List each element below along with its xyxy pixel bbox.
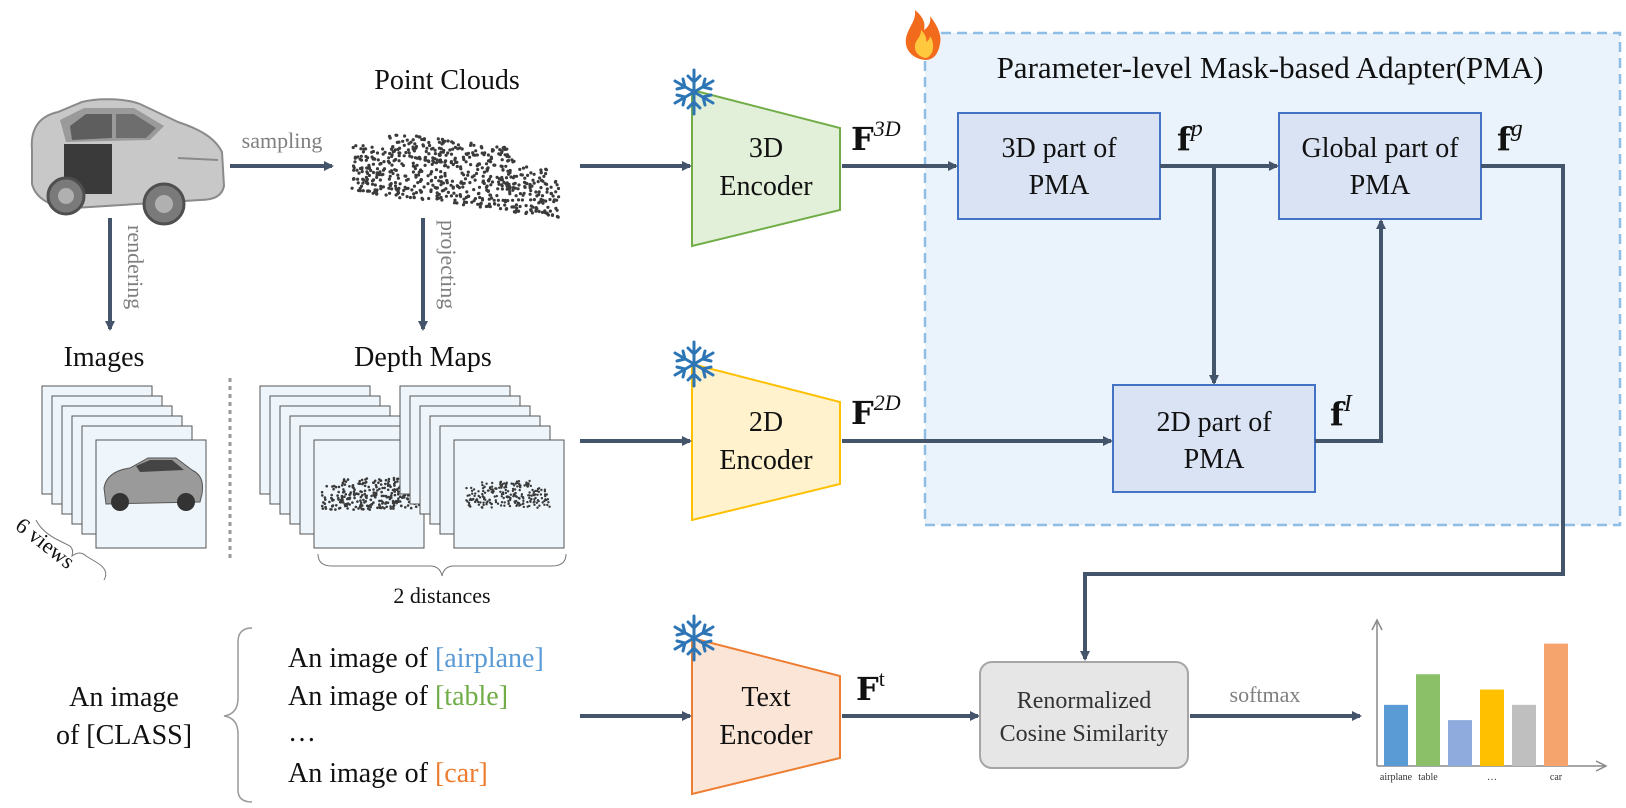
prompt-car: An image of [car] xyxy=(288,758,488,789)
pma-global-part-box xyxy=(1278,112,1482,220)
chart-tick-label: … xyxy=(1487,772,1497,783)
projecting-label: projecting xyxy=(436,220,461,309)
chart-bar-unlabeled-4 xyxy=(1512,704,1536,766)
chart-bar-car xyxy=(1544,643,1568,766)
fire-icon xyxy=(905,10,941,60)
arrow-fI-to-global xyxy=(1315,219,1386,443)
feature-fp: fp xyxy=(1177,116,1203,158)
image-views-stack xyxy=(41,385,207,549)
encoder-text-line2: Encoder xyxy=(719,720,813,751)
prompt-airplane: An image of [airplane] xyxy=(288,643,544,674)
snowflake-icon xyxy=(673,614,715,662)
encoder-text-shape xyxy=(691,636,841,796)
point-cloud xyxy=(350,133,561,219)
pma-global-part-line2: PMA xyxy=(1350,170,1411,201)
encoder-2d-line2: Encoder xyxy=(719,445,813,476)
pma-2d-part-box xyxy=(1112,384,1316,493)
feature-fg: fg xyxy=(1497,116,1523,158)
depth-maps-title: Depth Maps xyxy=(354,342,492,373)
two-distances-brace xyxy=(317,553,567,577)
depth-maps-stack-far xyxy=(399,385,565,549)
chart-x-axis-arrow xyxy=(1595,760,1608,772)
prompts-brace xyxy=(223,627,253,803)
sampling-label: sampling xyxy=(242,128,323,153)
encoder-text-line1: Text xyxy=(741,682,791,713)
similarity-line2: Cosine Similarity xyxy=(1000,721,1169,747)
chart-y-axis-arrow xyxy=(1371,618,1383,631)
depth-car-far xyxy=(465,479,551,509)
feature-Ft: Ft xyxy=(856,666,885,708)
snowflake-icon xyxy=(673,340,715,388)
feature-F3D: F3D xyxy=(851,116,901,158)
encoder-2d-shape xyxy=(691,362,841,522)
pma-title: Parameter-level Mask-based Adapter(PMA) xyxy=(997,50,1544,85)
encoder-3d-shape xyxy=(691,88,841,248)
pma-3d-part-line1: 3D part of xyxy=(1001,133,1117,164)
similarity-line1: Renormalized xyxy=(1017,688,1152,714)
encoder-3d-line1: 3D xyxy=(749,133,783,164)
chart-bar-more xyxy=(1480,689,1504,766)
car-3d-model xyxy=(30,98,226,226)
snowflake-icon xyxy=(673,68,715,116)
images-title: Images xyxy=(64,342,145,373)
two-distances-label: 2 distances xyxy=(393,583,490,608)
six-views-label: 6 views xyxy=(11,512,80,573)
prompt-template-line2: of [CLASS] xyxy=(56,720,192,751)
depth-maps-stack-near xyxy=(259,385,425,549)
feature-F2D: F2D xyxy=(851,390,901,432)
chart-bar-unlabeled-2 xyxy=(1448,720,1472,766)
rendering-label: rendering xyxy=(123,225,148,309)
pma-3d-part-box xyxy=(957,112,1161,220)
rendered-car-view xyxy=(103,457,203,511)
prompt-ellipsis: … xyxy=(288,717,316,748)
prompt-template-line1: An image xyxy=(69,682,179,713)
softmax-label: softmax xyxy=(1230,682,1301,707)
six-views-brace xyxy=(35,519,107,581)
chart-tick-label: car xyxy=(1550,772,1563,783)
encoder-3d-line2: Encoder xyxy=(719,171,813,202)
pma-global-part-line1: Global part of xyxy=(1301,133,1459,164)
encoder-2d-line1: 2D xyxy=(749,407,783,438)
point-clouds-title: Point Clouds xyxy=(374,65,519,96)
similarity-box xyxy=(979,661,1189,769)
arrow-fg-to-similarity xyxy=(1080,164,1565,661)
chart-bar-table xyxy=(1416,674,1440,766)
chart-tick-label: table xyxy=(1418,772,1438,783)
connectors xyxy=(105,161,1565,721)
pma-2d-part-line2: PMA xyxy=(1184,444,1245,475)
prompt-table: An image of [table] xyxy=(288,681,508,712)
pma-3d-part-line2: PMA xyxy=(1029,170,1090,201)
chart-tick-label: airplane xyxy=(1380,772,1413,783)
pma-2d-part-line1: 2D part of xyxy=(1156,407,1272,438)
chart-bar-airplane xyxy=(1384,704,1408,766)
feature-fI: fI xyxy=(1330,391,1353,433)
output-bar-chart: airplane table … car xyxy=(1371,618,1608,783)
